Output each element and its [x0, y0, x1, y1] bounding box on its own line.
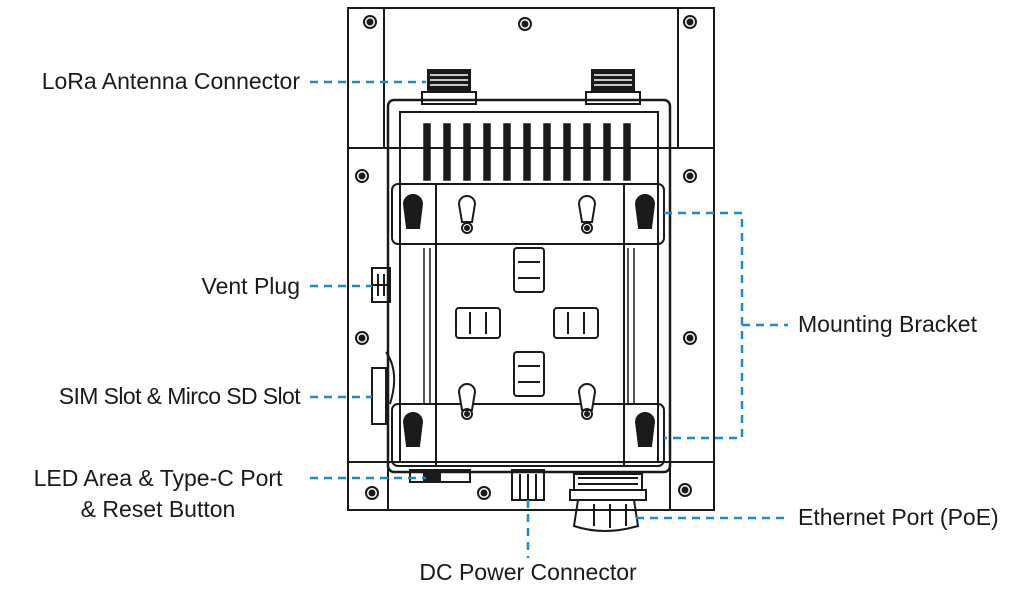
label-dc-power-connector: DC Power Connector [419, 559, 637, 585]
mounting-bracket [391, 183, 665, 467]
label-ethernet-port: Ethernet Port (PoE) [798, 504, 999, 530]
ethernet-gland-icon [569, 473, 647, 532]
label-sim-slot: SIM Slot & Mirco SD Slot [58, 383, 301, 409]
top-backplate [347, 7, 715, 149]
bottom-ports [409, 469, 545, 501]
side-plates [347, 147, 715, 511]
cooling-fins [423, 123, 635, 404]
plate-screw-icons [355, 15, 697, 500]
leader-mounting-bracket [664, 211, 744, 440]
label-vent-plug: Vent Plug [201, 273, 300, 299]
leader-lines [310, 80, 788, 558]
label-mounting-bracket: Mounting Bracket [798, 311, 977, 337]
sim-slot-icon [371, 351, 396, 425]
lora-antenna-connector-icon [421, 69, 641, 105]
label-led-area-line1: LED Area & Type-C Port [33, 465, 283, 491]
label-lora-antenna-connector: LoRa Antenna Connector [41, 68, 300, 94]
label-led-area-line2: & Reset Button [80, 496, 236, 522]
